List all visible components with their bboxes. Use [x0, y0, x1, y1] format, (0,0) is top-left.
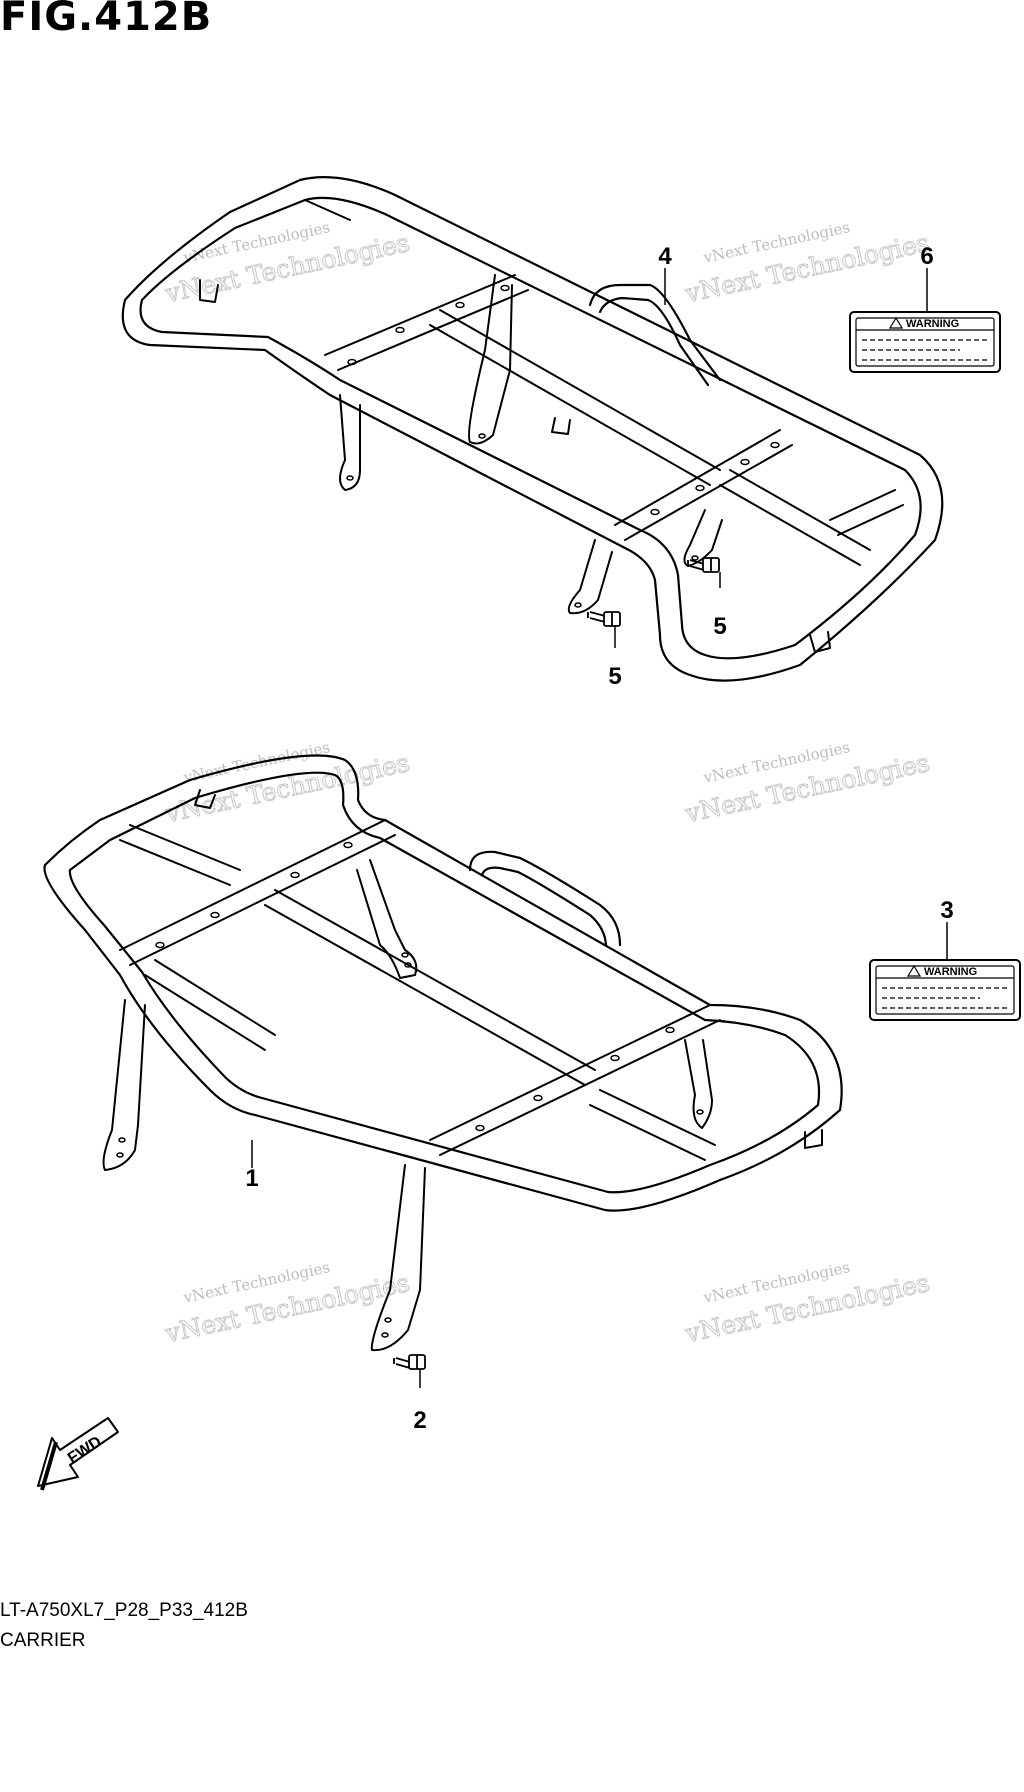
rear-carrier-drawing — [121, 176, 944, 682]
bolt-2 — [393, 1354, 426, 1370]
front-carrier-inner-frame — [68, 771, 821, 1194]
front-crossbar — [429, 1004, 721, 1156]
rear-crossbar — [304, 199, 351, 221]
leader-lines — [251, 268, 948, 1388]
section-name: CARRIER — [0, 1630, 86, 1651]
warning-label-text: WARNING — [924, 966, 977, 978]
rear-mount-stay — [567, 539, 613, 615]
rear-mounting-holes — [347, 284, 780, 516]
warning-label-6: WARNING — [849, 311, 1001, 373]
rear-crossbar — [324, 274, 529, 371]
warning-label-text: WARNING — [906, 318, 959, 330]
front-crossbar — [589, 1089, 716, 1161]
callout-3: 3 — [940, 897, 953, 924]
front-carrier-drawing — [43, 754, 843, 1352]
rear-center-rail — [719, 469, 871, 566]
front-crossbar — [119, 819, 396, 966]
front-carrier-frame — [43, 754, 843, 1212]
callout-2: 2 — [413, 1407, 426, 1434]
callout-4: 4 — [658, 243, 672, 270]
rear-mount-stay — [339, 394, 361, 491]
front-mount-tab — [194, 789, 823, 1149]
front-mount-stay — [102, 999, 146, 1171]
rear-mount-stay — [468, 274, 513, 445]
rear-crossbar — [829, 489, 904, 536]
bolt-5-right — [687, 557, 720, 573]
callout-5: 5 — [608, 663, 621, 690]
front-crossbar — [119, 824, 241, 886]
model-code: LT-A750XL7_P28_P33_412B — [0, 1600, 248, 1621]
figure-title: FIG.412B — [0, 0, 213, 40]
front-grab-handle — [468, 850, 622, 947]
watermarks: vNext Technologies vNext Technologies vN… — [162, 218, 933, 1349]
front-mount-stay — [370, 1164, 426, 1352]
callout-5: 5 — [713, 613, 726, 640]
fwd-arrow-icon: FWD — [37, 1417, 119, 1491]
grab-handle — [588, 283, 722, 387]
callout-6: 6 — [920, 243, 933, 270]
front-mount-stay — [684, 1039, 713, 1129]
warning-label-3: WARNING — [869, 959, 1021, 1021]
bolt-5-left — [587, 611, 621, 627]
rear-mount-tab — [199, 279, 571, 435]
rear-mount-tab — [809, 631, 831, 653]
rear-carrier-inner-frame — [139, 196, 922, 660]
callout-1: 1 — [245, 1165, 258, 1192]
rear-carrier-frame — [121, 176, 944, 682]
front-mounting-holes — [155, 841, 675, 1132]
front-center-rail — [144, 959, 276, 1051]
front-mount-stay — [356, 859, 418, 979]
front-center-rail — [264, 889, 596, 1086]
